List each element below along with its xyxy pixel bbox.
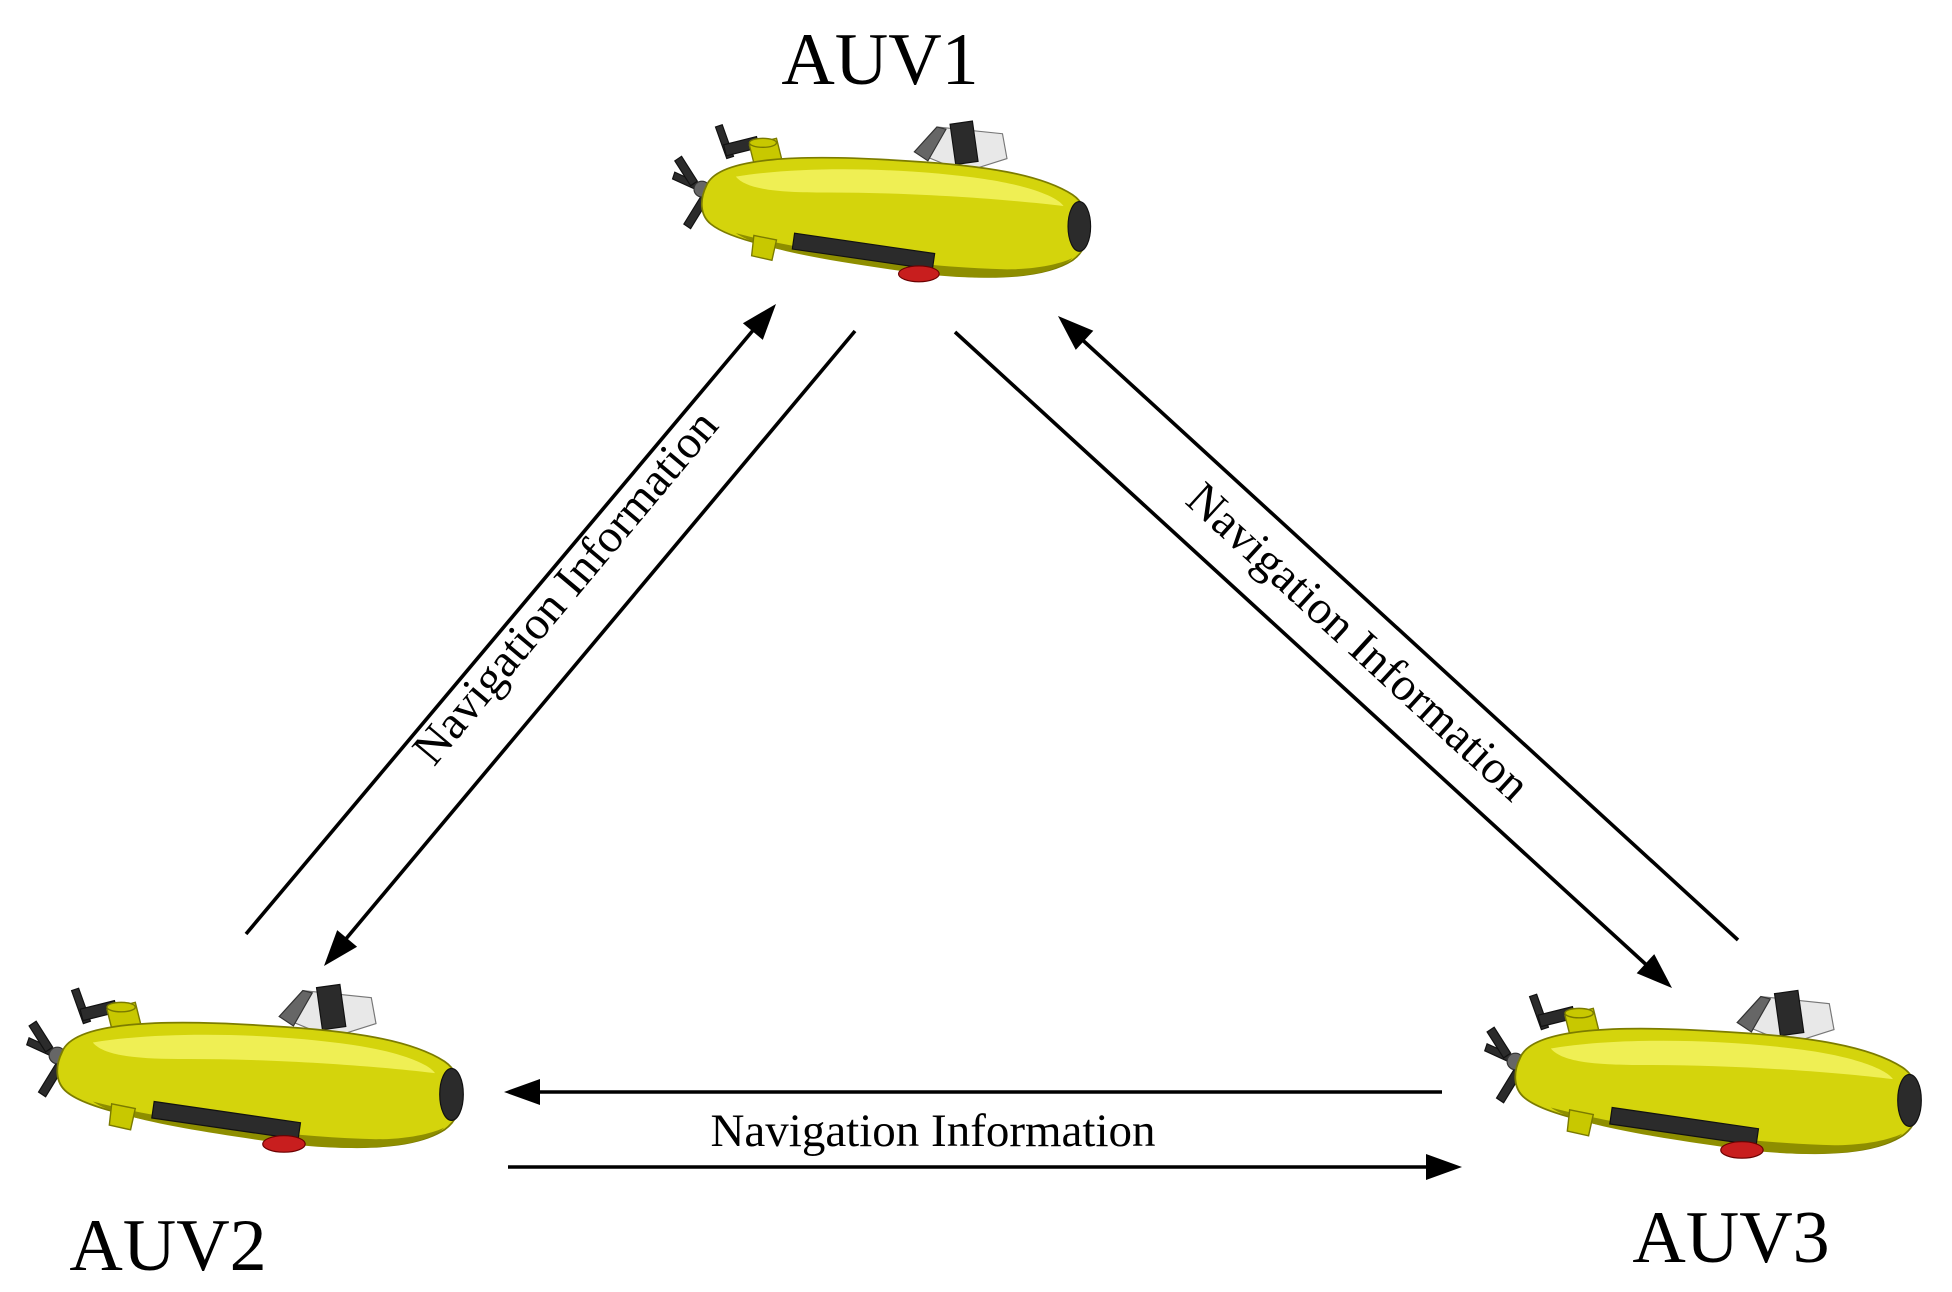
auv2-vehicle-icon [25,983,465,1154]
arrowhead-icon [504,1079,540,1105]
edge-line [953,330,1654,972]
edge-label-auv2-auv3: Navigation Information [710,1105,1155,1157]
node-label-auv1: AUV1 [781,19,978,101]
edge-line [1074,332,1740,942]
edge-auv1-auv3: Navigation Information [953,306,1740,998]
auv1-vehicle-icon [671,120,1092,283]
auv3-vehicle-icon [1483,989,1923,1160]
edge-line [244,320,762,936]
arrowhead-icon [1426,1154,1462,1180]
node-label-auv3: AUV3 [1632,1197,1829,1279]
edge-auv2-auv1: Navigation Information [244,295,857,975]
edge-label-auv1-auv3: Navigation Information [1176,472,1539,811]
edge-label-auv1-auv2: Navigation Information [403,400,729,774]
edge-line [338,329,857,948]
edge-auv2-auv3: Navigation Information [504,1079,1462,1180]
arrowhead-icon [314,930,358,975]
node-label-auv2: AUV2 [69,1205,266,1287]
